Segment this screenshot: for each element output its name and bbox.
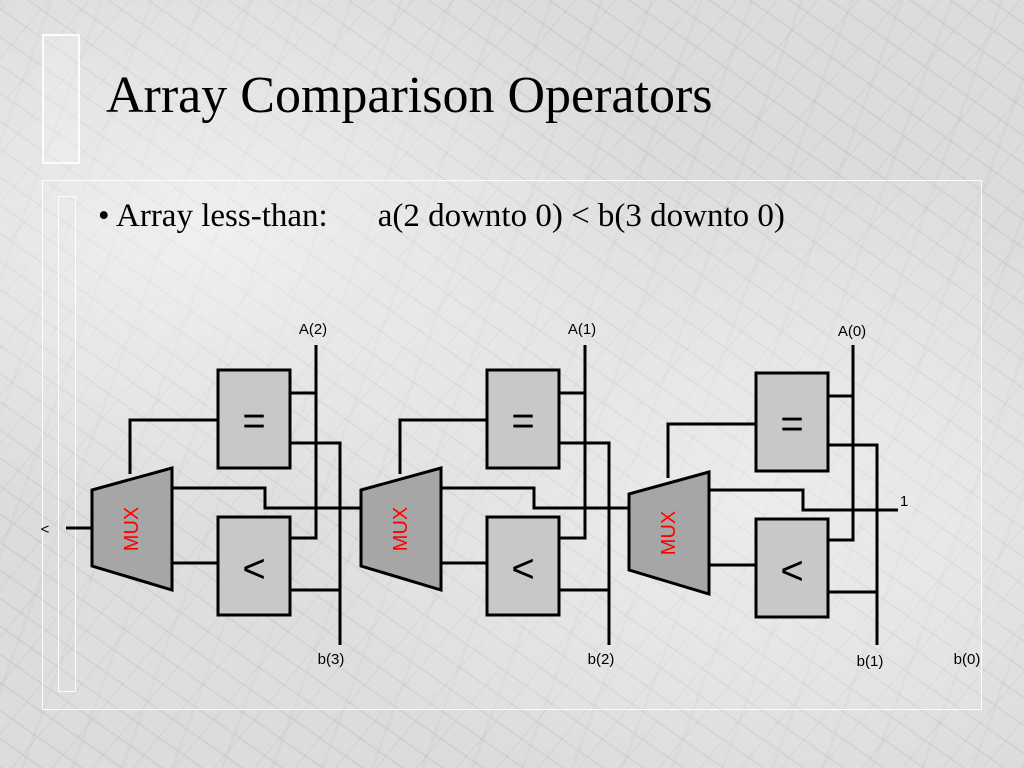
stage2-mux: [359, 466, 443, 593]
stage3-equal-box: [754, 371, 830, 473]
stage1-equal-box: [216, 368, 292, 470]
stage3-equal-symbol: =: [780, 402, 803, 446]
stage2-b-wire: [559, 588, 611, 645]
stage3-b-wire: [828, 590, 879, 645]
stage2-less-than-symbol: <: [511, 547, 534, 591]
stage3-chain-wire: [709, 488, 898, 512]
stage1-equal-symbol: =: [242, 399, 265, 443]
decorative-frame-inner: [58, 196, 76, 692]
stage3-mux: [627, 470, 711, 597]
bullet-point: • Array less-than: a(2 downto 0) < b(3 do…: [98, 198, 785, 234]
stage1-b-label: b(3): [318, 651, 345, 668]
bullet-expression: a(2 downto 0) < b(3 downto 0): [377, 198, 785, 234]
stage1-chain-wire: [172, 486, 363, 510]
output-label: <: [41, 521, 50, 538]
stage2-a-wire: [559, 345, 587, 540]
slide-title: Array Comparison Operators: [106, 67, 713, 124]
stage3-b-label: b(1): [857, 653, 884, 670]
carry-in-label: 1: [900, 493, 908, 510]
stage3-less-than-box: [754, 517, 830, 619]
stage2-a-label: A(1): [568, 321, 596, 338]
stage2-chain-wire: [441, 486, 631, 510]
bullet-marker: •: [98, 198, 110, 234]
stage1-a-label: A(2): [299, 321, 327, 338]
stage3-a-label: A(0): [838, 323, 866, 340]
stage1-less-than-symbol: <: [242, 547, 265, 591]
stage3-b-to-eq-wire: [828, 443, 879, 592]
stage2-b-label: b(2): [588, 651, 615, 668]
stage1-mux: [90, 466, 174, 593]
stage3-a-wire: [828, 345, 855, 542]
stage1-b-wire: [290, 588, 342, 645]
wires: [66, 345, 898, 645]
stage1-mux-label: MUX: [121, 507, 143, 551]
decorative-frame-bar: [42, 34, 80, 164]
stage1-b-to-eq-wire: [290, 441, 342, 590]
stage3-eq-to-mux-wire: [666, 422, 756, 478]
stage2-equal-symbol: =: [511, 399, 534, 443]
stage2-less-than-box: [485, 515, 561, 617]
stage2-equal-box: [485, 368, 561, 470]
stage3-less-than-symbol: <: [780, 549, 803, 593]
stage1-a-wire: [290, 345, 318, 540]
bullet-label: Array less-than:: [116, 198, 328, 234]
extra-b-label: b(0): [954, 651, 981, 668]
stage2-mux-label: MUX: [390, 507, 412, 551]
stage1-less-than-box: [216, 515, 292, 617]
stage1-eq-to-mux-wire: [128, 418, 218, 474]
stage2-eq-to-mux-wire: [398, 418, 487, 474]
stage2-b-to-eq-wire: [559, 441, 611, 590]
stage3-mux-label: MUX: [658, 511, 680, 555]
